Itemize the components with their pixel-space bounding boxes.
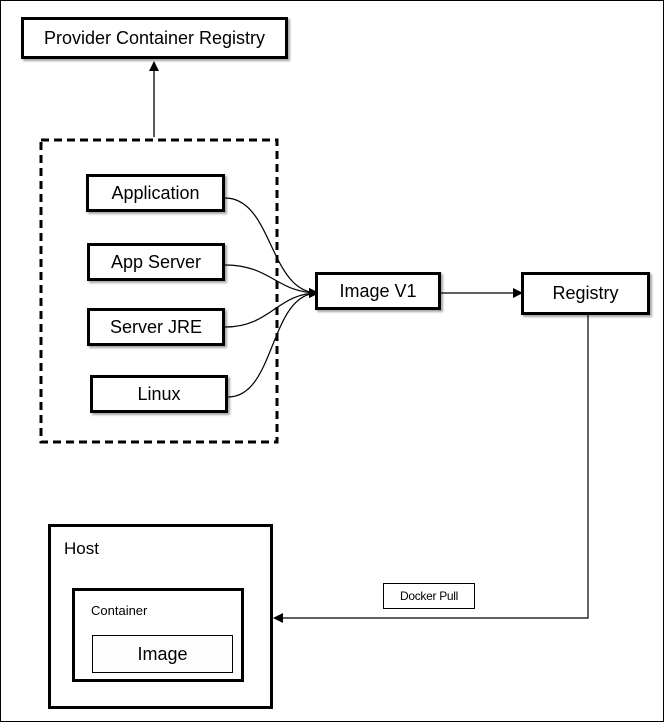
linux-box: Linux	[90, 375, 228, 413]
registry-box: Registry	[521, 272, 650, 315]
docker-pull-label: Docker Pull	[399, 589, 459, 603]
application-to-image-curve	[224, 197, 319, 298]
app-server-label: App Server	[110, 251, 202, 272]
server-jre-label: Server JRE	[109, 316, 203, 337]
provider-registry-label: Provider Container Registry	[43, 27, 266, 48]
docker-pull-label-box: Docker Pull	[383, 583, 475, 609]
app-server-box: App Server	[87, 243, 225, 281]
host-label: Host	[64, 539, 99, 558]
linux-to-image-curve	[227, 288, 319, 398]
serverjre-to-image-curve	[224, 288, 319, 328]
image-label: Image	[137, 643, 188, 664]
image-layers-group	[39, 138, 279, 444]
provider-registry-box: Provider Container Registry	[21, 17, 288, 59]
appserver-to-image-curve	[224, 264, 319, 298]
image-v1-label: Image V1	[339, 280, 417, 301]
application-label: Application	[111, 182, 200, 203]
image-box: Image	[92, 635, 233, 673]
container-label: Container	[91, 603, 148, 618]
application-box: Application	[86, 174, 225, 212]
image-v1-box: Image V1	[315, 272, 441, 310]
server-jre-box: Server JRE	[87, 308, 225, 346]
registry-label: Registry	[552, 283, 619, 303]
docker-pull-arrow	[273, 315, 589, 623]
linux-label: Linux	[137, 383, 181, 404]
